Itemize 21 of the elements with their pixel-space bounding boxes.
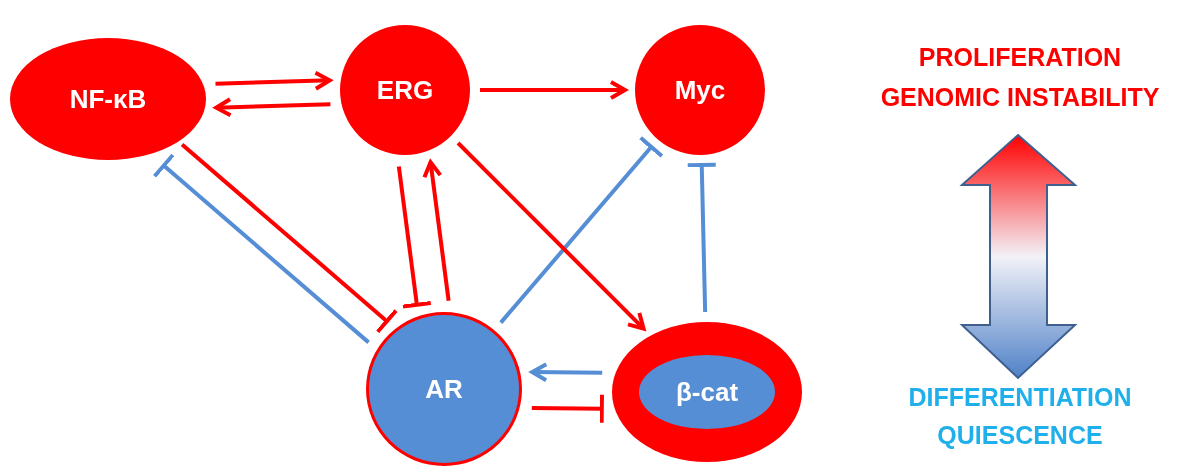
node-label: Myc [674,73,726,107]
arrow [480,80,627,100]
inhibition-line [152,153,370,344]
state-label: GENOMIC INSTABILITY [879,82,1161,113]
state-label: DIFFERENTIATION [907,382,1133,413]
state-label: QUIESCENCE [936,420,1104,451]
arrow [456,141,646,331]
arrow [215,70,332,91]
node-label: NF-κB [69,82,147,116]
inhibition-line [499,135,664,324]
node-label: ERG [376,73,434,107]
state-label: PROLIFERATION [917,42,1123,73]
arrow [530,362,603,383]
arrow [214,97,331,118]
inhibition-line [180,142,398,334]
inhibition-line [531,392,604,425]
node-label: β-cat [675,375,739,409]
arrow [422,160,451,301]
inhibition-line [396,166,433,309]
inhibition-line [685,162,718,313]
node-label: AR [425,372,463,406]
